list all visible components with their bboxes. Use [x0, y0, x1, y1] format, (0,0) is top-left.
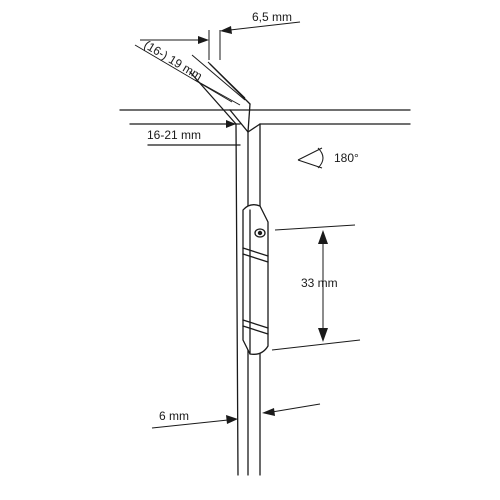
rotation-indicator: 180° — [297, 147, 359, 169]
bottom-gap-label: 6 mm — [159, 409, 189, 423]
hinge — [242, 204, 269, 355]
bottom-gap-dimension: 6 mm — [151, 403, 321, 429]
thickness-small-label: (16-) 19 mm — [141, 38, 204, 84]
rotation-label: 180° — [334, 151, 359, 165]
thickness-range-label: 16-21 mm — [147, 128, 201, 142]
hinge-length-dimension: 33 mm — [271, 224, 361, 351]
hinge-length-label: 33 mm — [301, 276, 338, 290]
top-gap-label: 6,5 mm — [252, 10, 292, 24]
panel-thickness-diagonal-dimension: (16-) 19 mm — [134, 38, 246, 106]
top-gap-dimension: 6,5 mm — [140, 10, 301, 44]
thickness-range-dimension: 16-21 mm — [130, 120, 240, 146]
top-gap-extension-lines — [208, 30, 221, 60]
